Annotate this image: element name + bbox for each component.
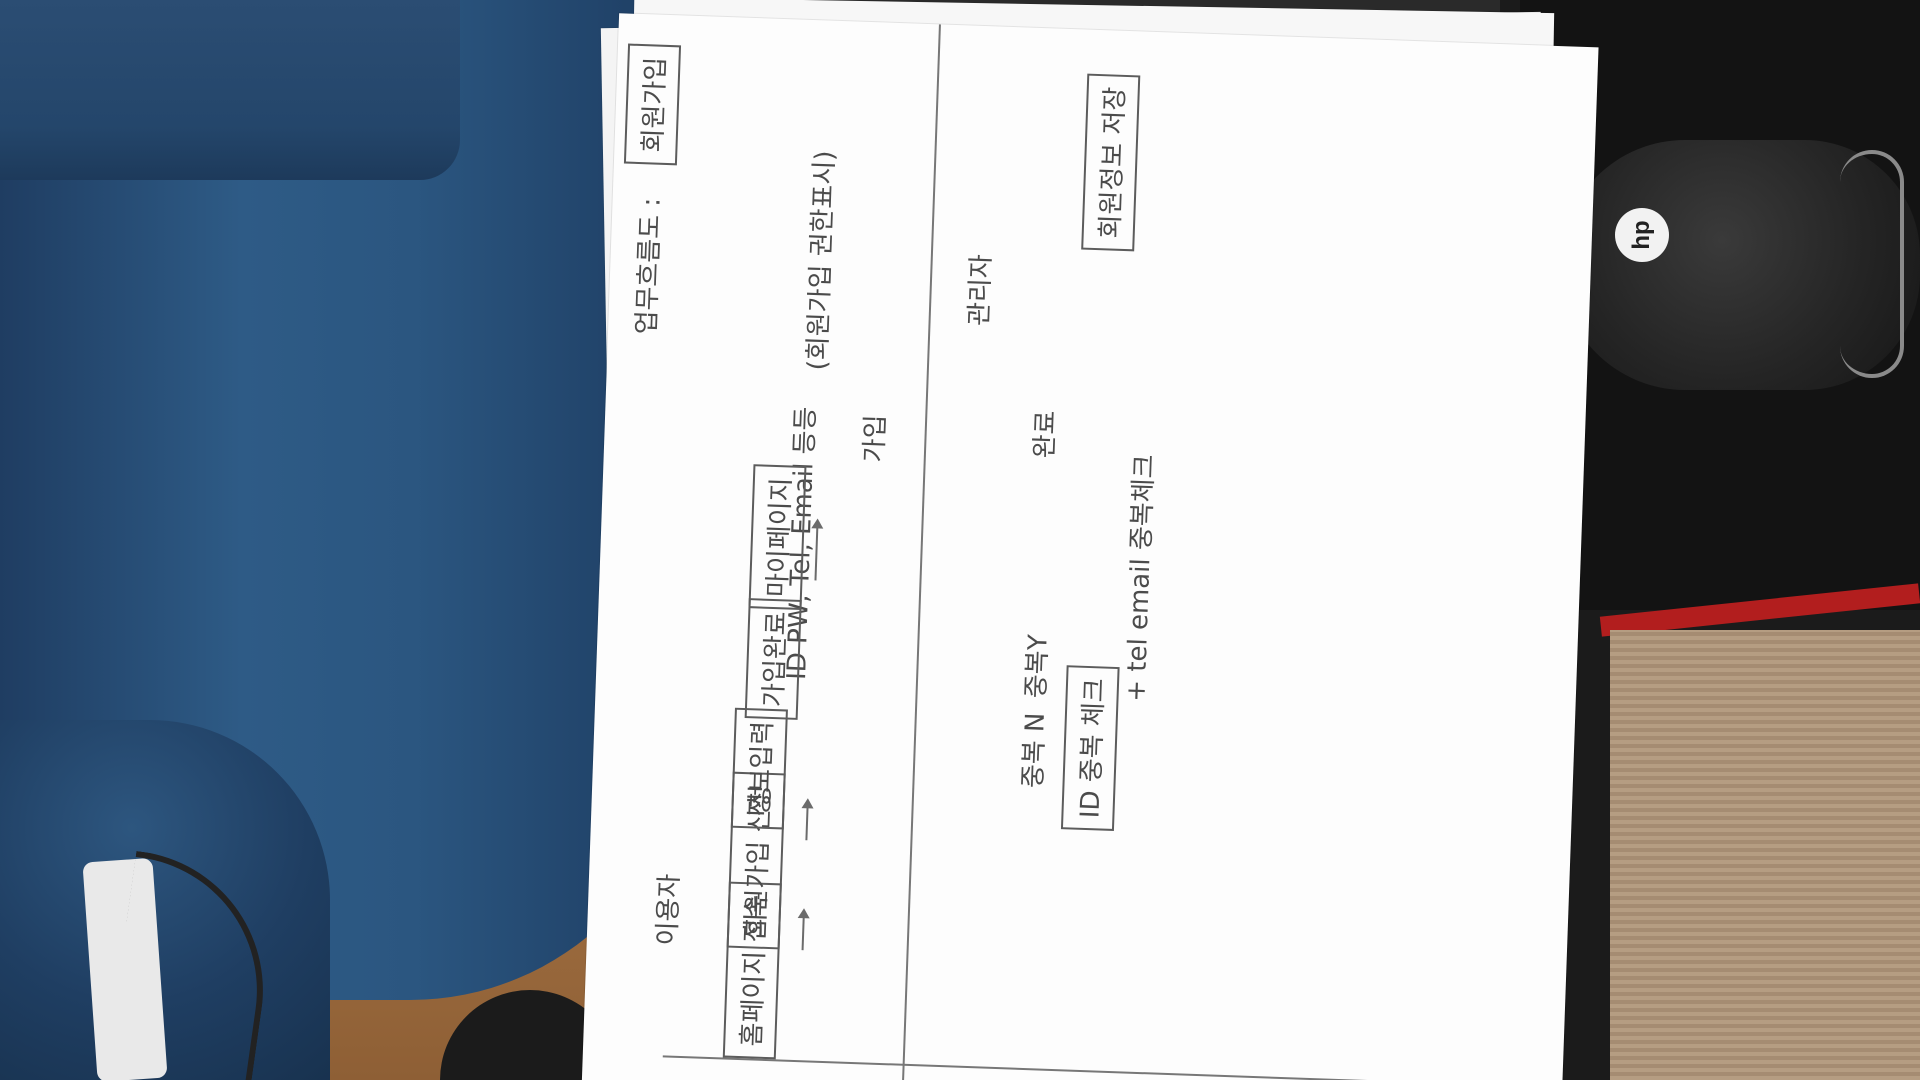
- flow-step-3: 정보입력: [730, 708, 788, 830]
- shirt: [0, 0, 460, 180]
- label-duplicate-yes: 중복Y: [1021, 633, 1054, 699]
- lane-user-label: 이용자: [652, 873, 686, 947]
- admin-step-2: + tel email 중복체크: [1121, 453, 1161, 703]
- note-permission: (회원가입 권한표시): [802, 150, 841, 371]
- diagram-title: 업무흐름도 :: [631, 197, 667, 335]
- lane-divider: [901, 24, 941, 1080]
- hp-logo: hp: [1615, 208, 1669, 262]
- jeans-lower: [0, 720, 330, 1080]
- admin-step-1: ID 중복 체크: [1060, 665, 1120, 831]
- flow-step-4: 가입완료: [744, 598, 802, 720]
- paper-sheet: 업무흐름도 : 회원가입 이용자 관리자 홈페이지 접속 회원가입 신청 정보입…: [581, 13, 1599, 1080]
- note-join: 가입: [859, 414, 892, 463]
- top-rule: [662, 1055, 1563, 1080]
- title-box: 회원가입: [623, 43, 682, 166]
- carpet: [1610, 630, 1920, 1080]
- label-complete: 완료: [1029, 410, 1062, 459]
- flow-arrow-1: [801, 910, 805, 951]
- mouse-wheel: [1840, 150, 1904, 378]
- handwritten-diagram: 업무흐름도 : 회원가입 이용자 관리자 홈페이지 접속 회원가입 신청 정보입…: [581, 13, 1598, 1080]
- flow-step-5: 마이페이지: [748, 464, 807, 610]
- lane-admin-label: 관리자: [964, 253, 997, 327]
- admin-step-3: 회원정보 저장: [1081, 73, 1141, 252]
- flow-arrow-2: [805, 800, 809, 841]
- label-duplicate-no: 중복 N: [1018, 712, 1051, 789]
